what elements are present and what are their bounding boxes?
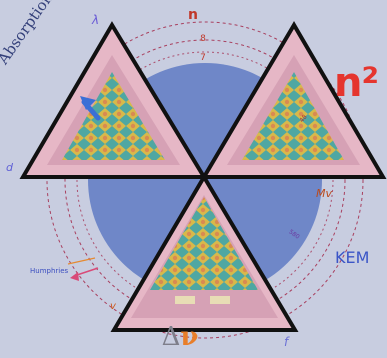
label-ring-8: 8 [200,35,206,44]
label-kem: KEM [335,250,369,266]
label-delta-nu: Δν [162,324,199,350]
label-nu: ν [180,322,198,352]
label-delta: Δ [162,322,181,352]
label-n-squared: n² [334,63,378,103]
label-f-bottom: f [284,336,288,348]
humphries-arrows [68,258,98,281]
label-lambda: λ [92,14,99,26]
label-v-bottom: v [110,302,116,312]
label-d-left: d [6,162,13,173]
label-humphries: Humphries [30,268,68,275]
label-mv: Mv [316,188,332,199]
label-n-top: n [188,8,198,22]
label-ring-7: 7 [200,54,206,63]
